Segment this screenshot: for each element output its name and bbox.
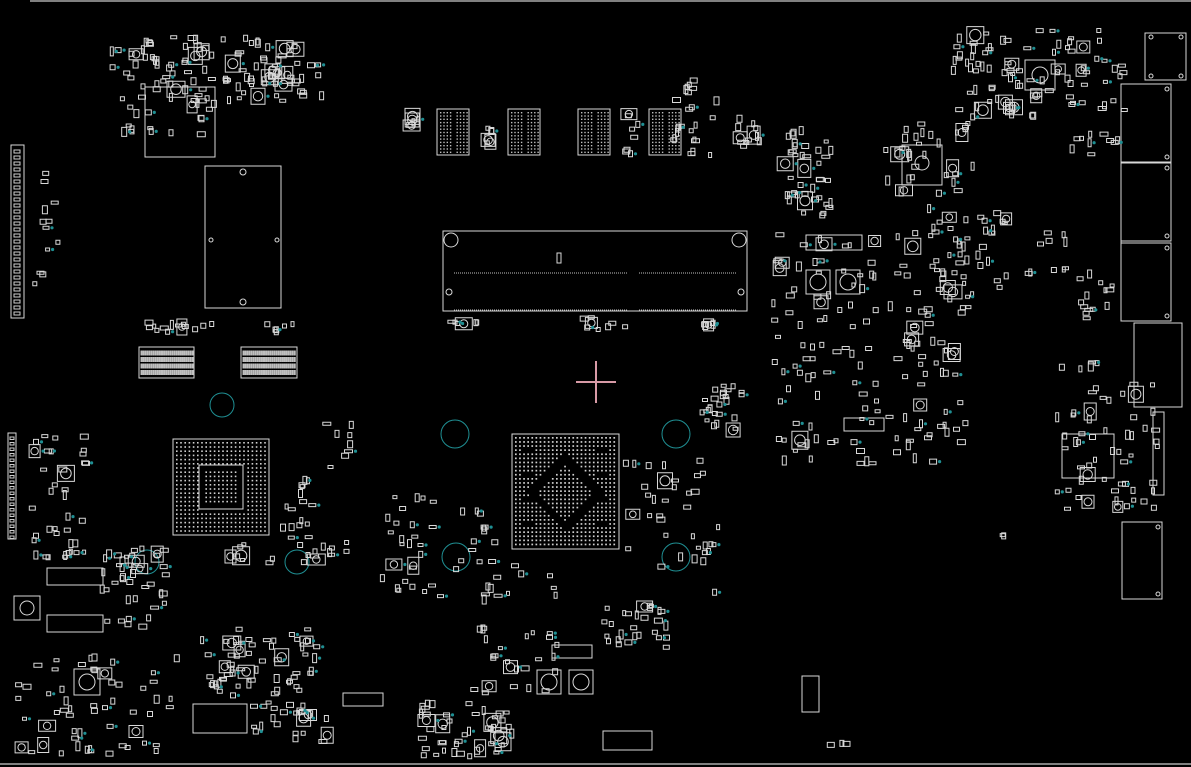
inductor-core	[79, 674, 95, 690]
port-details	[1121, 35, 1183, 596]
header-block-2[interactable]	[241, 347, 297, 378]
mount-hole	[442, 543, 470, 571]
dram-chip-2[interactable]	[508, 109, 540, 155]
crystal[interactable]	[802, 676, 819, 712]
bga-left-core	[199, 465, 243, 509]
mount-hole	[441, 420, 469, 448]
port-usb-3[interactable]	[1121, 243, 1171, 321]
crystal[interactable]	[47, 615, 103, 632]
dram-chip-3[interactable]	[578, 109, 610, 155]
header-block-1[interactable]	[139, 347, 194, 378]
port-usb-1[interactable]	[1121, 84, 1171, 162]
bga-cpu[interactable]	[512, 434, 619, 549]
inductor[interactable]	[537, 670, 561, 694]
dram-chip-4[interactable]	[649, 109, 681, 155]
header-block-pins	[141, 351, 295, 375]
connector-left-pins	[10, 150, 20, 539]
crystal[interactable]	[343, 693, 383, 706]
memory-slot-detail	[444, 233, 746, 310]
mount-hole	[662, 420, 690, 448]
crystal[interactable]	[806, 235, 862, 250]
inductor[interactable]	[74, 669, 100, 695]
ic-qfp-top-left[interactable]	[145, 87, 215, 157]
ic-bottom-left-conn[interactable]	[193, 704, 247, 733]
mount-hole	[210, 393, 234, 417]
crystal[interactable]	[552, 645, 592, 658]
inductor-core	[20, 601, 34, 615]
bga-left-chip[interactable]	[173, 439, 269, 535]
connector-left-upper[interactable]	[11, 145, 24, 318]
qfn-marker	[915, 156, 929, 170]
ic-bottom-center-conn[interactable]	[603, 731, 652, 750]
memory-slot[interactable]	[443, 231, 747, 311]
inductor-core	[541, 674, 557, 690]
port-usb-2[interactable]	[1121, 163, 1171, 241]
mount-hole	[662, 543, 690, 571]
inductor[interactable]	[569, 670, 593, 694]
inductor[interactable]	[14, 596, 40, 620]
port-right-strip[interactable]	[1153, 412, 1164, 495]
port-top-right[interactable]	[1145, 33, 1186, 80]
dram-pins	[440, 112, 680, 153]
module-left-holes	[209, 169, 279, 305]
small-components	[15, 27, 1160, 759]
ic-right-module[interactable]	[1062, 434, 1114, 478]
ic-module-left[interactable]	[205, 166, 281, 308]
port-bottom-right[interactable]	[1122, 522, 1162, 599]
vias	[27, 29, 1134, 755]
bga-left-balls	[176, 442, 266, 532]
inductor-core	[840, 274, 856, 290]
inductor[interactable]	[836, 270, 860, 294]
ic-qfn-top-right[interactable]	[1025, 60, 1055, 90]
dram-chip-1[interactable]	[437, 109, 469, 155]
mount-hole	[285, 550, 309, 574]
crystal[interactable]	[47, 568, 103, 585]
bga-cpu-balls	[515, 437, 616, 546]
crosshair-cursor-icon	[576, 361, 616, 403]
inductor-core	[573, 674, 589, 690]
inductor-core	[810, 274, 826, 290]
port-hdmi[interactable]	[1134, 323, 1182, 407]
